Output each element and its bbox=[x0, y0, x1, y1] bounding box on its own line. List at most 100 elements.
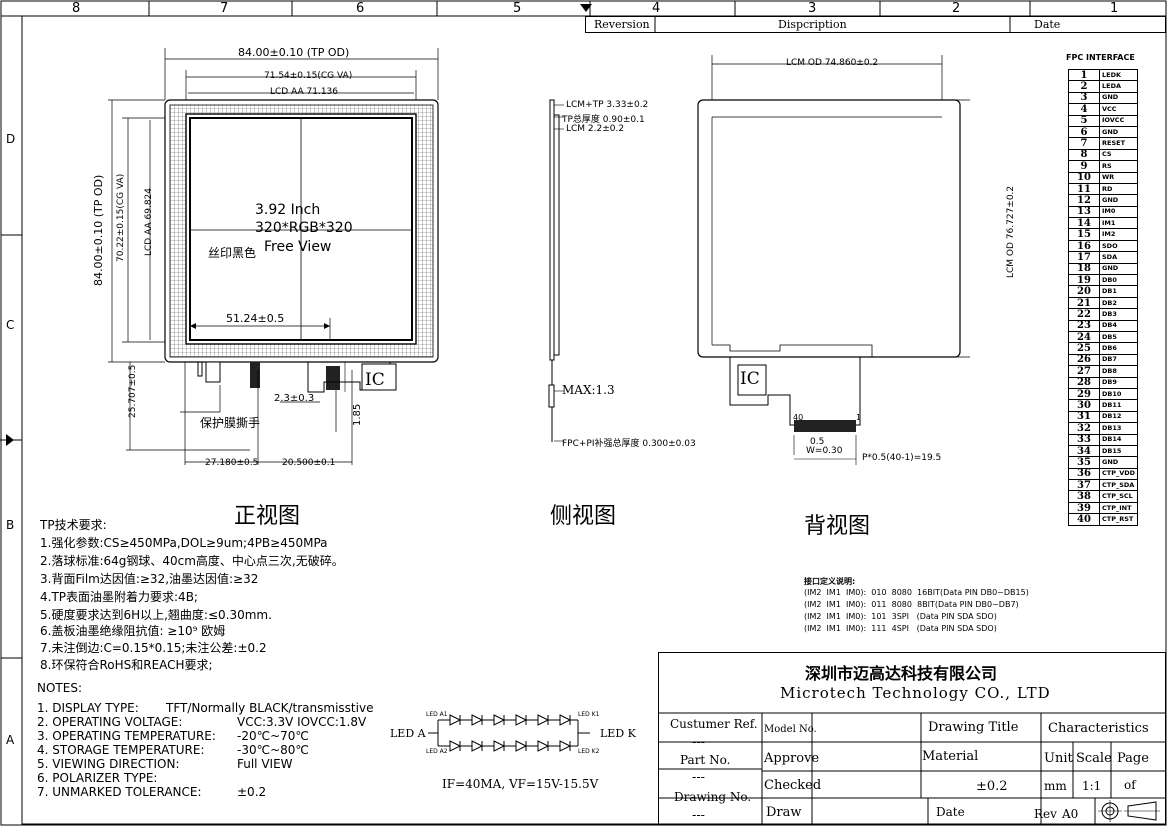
fpc-pin-number: 26 bbox=[1068, 353, 1100, 367]
tp-req-2: 2.落球标准:64g钢球、40cm高度、中心点三次,无破碎。 bbox=[40, 554, 344, 568]
fpc-pin-signal: LEDA bbox=[1098, 80, 1139, 93]
fpc-pin-signal: RD bbox=[1098, 182, 1139, 196]
resolution-label: 320*RGB*320 bbox=[255, 220, 353, 236]
led-diode-icon bbox=[449, 740, 462, 752]
fpc-pin-number: 22 bbox=[1068, 308, 1100, 321]
interface-notes-title: 接口定义说明: bbox=[804, 577, 856, 586]
tp-req-4: 4.TP表面油墨附着力要求:4B; bbox=[40, 590, 198, 604]
fpc-pin-number: 39 bbox=[1068, 501, 1100, 515]
drawing-no-value: --- bbox=[692, 808, 705, 822]
interface-note-4: (IM2 IM1 IM0): 111 4SPI (Data PIN SDA SD… bbox=[804, 624, 997, 633]
fpc-pin-signal: GND bbox=[1098, 262, 1139, 276]
date-header: Date bbox=[1034, 18, 1061, 31]
note-value: VCC:3.3V IOVCC:1.8V bbox=[237, 715, 367, 729]
note-key: 7. UNMARKED TOLERANCE: bbox=[37, 785, 202, 799]
interface-note-1: (IM2 IM1 IM0): 010 8080 16BIT(Data PIN D… bbox=[804, 588, 1029, 597]
fpc-pin-number: 38 bbox=[1068, 490, 1100, 503]
led-diode-icon bbox=[471, 740, 484, 752]
led-k-label: LED K bbox=[600, 727, 636, 740]
led-a1-label: LED A1 bbox=[426, 711, 448, 718]
silkscreen-label: 丝印黑色 bbox=[208, 246, 257, 260]
fpc-pin-signal: DB11 bbox=[1098, 399, 1139, 412]
led-circuit-diagram bbox=[428, 714, 590, 752]
fpc-pin-signal: DB6 bbox=[1098, 342, 1139, 355]
note-value: TFT/Normally BLACK/transmisstive bbox=[166, 701, 374, 715]
grid-row-a: A bbox=[6, 733, 15, 747]
fpc-pin-signal: SDO bbox=[1098, 239, 1139, 253]
cg-va-height-dim: 70.22±0.15(CG VA) bbox=[116, 173, 126, 262]
grid-col-4: 4 bbox=[652, 1, 661, 16]
fpc-pin-signal: DB14 bbox=[1098, 433, 1139, 446]
bottom-left-dim: 27.180±0.5 bbox=[205, 458, 259, 468]
fpc-pin-signal: DB5 bbox=[1098, 330, 1139, 344]
fpc-pin-signal: DB8 bbox=[1098, 365, 1139, 378]
led-diode-icon bbox=[471, 714, 484, 726]
checked-label: Checked bbox=[764, 778, 822, 793]
grid-col-8: 8 bbox=[72, 1, 81, 16]
back-lcm-od-w: LCM OD 74.860±0.2 bbox=[786, 58, 879, 68]
draw-label: Draw bbox=[766, 805, 802, 820]
fpc-pin-signal: CS bbox=[1098, 148, 1139, 162]
front-ic-label: IC bbox=[365, 370, 385, 390]
fpc-pin-number: 31 bbox=[1068, 410, 1100, 424]
fpc-pin-signal: IM0 bbox=[1098, 205, 1139, 219]
note-value: ±0.2 bbox=[237, 785, 267, 799]
grid-row-b: B bbox=[6, 518, 15, 532]
fpc-pin-number: 11 bbox=[1068, 182, 1100, 196]
fpc-pin-signal: GND bbox=[1098, 91, 1139, 105]
approve-label: Approve bbox=[764, 751, 820, 766]
part-no-label: Part No. bbox=[680, 753, 731, 767]
fpc-pin-number: 15 bbox=[1068, 228, 1100, 241]
tp-requirements-title: TP技术要求: bbox=[40, 518, 107, 532]
customer-ref-label: Custumer Ref. bbox=[670, 717, 758, 731]
fpc-pin-signal: RS bbox=[1098, 160, 1139, 173]
lcd-aa-height-dim: LCD AA 69.824 bbox=[144, 187, 154, 256]
fpc-pin-number: 36 bbox=[1068, 467, 1100, 481]
note-value: Full VIEW bbox=[237, 757, 293, 771]
fpc-pin-number: 14 bbox=[1068, 217, 1100, 230]
grid-row-d: D bbox=[6, 132, 16, 146]
scale-value: 1:1 bbox=[1082, 779, 1102, 793]
description-header: Dispcription bbox=[778, 18, 847, 31]
fpc-pin-signal: IM2 bbox=[1098, 228, 1139, 241]
fpc-pin-number: 27 bbox=[1068, 365, 1100, 378]
led-a2-label: LED A2 bbox=[426, 748, 448, 755]
fpc-pin-number: 8 bbox=[1068, 148, 1100, 162]
fpc-pin-number: 33 bbox=[1068, 433, 1100, 446]
fpc-pin-signal: CTP_SDA bbox=[1098, 479, 1139, 492]
note-key: 3. OPERATING TEMPERATURE: bbox=[37, 729, 216, 743]
title-block bbox=[658, 652, 1166, 825]
bottom-right-dim: 20.500±0.1 bbox=[282, 458, 336, 468]
fpc-pin-signal: SDA bbox=[1098, 251, 1139, 264]
tp-req-1: 1.强化参数:CS≥450MPa,DOL≥9um;4PB≥450MPa bbox=[40, 536, 328, 550]
tp-req-7: 7.未注倒边:C=0.15*0.15;未注公差:±0.2 bbox=[40, 641, 267, 655]
fpc-pin-number: 24 bbox=[1068, 330, 1100, 344]
fpc-pin-number: 5 bbox=[1068, 114, 1100, 127]
fpc-pin-signal: GND bbox=[1098, 456, 1139, 469]
side-lcm-tp-dim: LCM+TP 3.33±0.2 bbox=[566, 100, 649, 110]
company-name-en: Microtech Technology CO., LTD bbox=[780, 684, 1051, 702]
fpc-pin-number: 34 bbox=[1068, 444, 1100, 458]
protect-film-label: 保护膜撕手 bbox=[200, 416, 261, 430]
fpc-pin-signal: DB0 bbox=[1098, 274, 1139, 287]
fpc-pin-number: 18 bbox=[1068, 262, 1100, 276]
led-diode-icon bbox=[515, 714, 528, 726]
fpc-pin-signal: DB3 bbox=[1098, 308, 1139, 321]
drawing-no-label: Drawing No. bbox=[674, 790, 752, 804]
